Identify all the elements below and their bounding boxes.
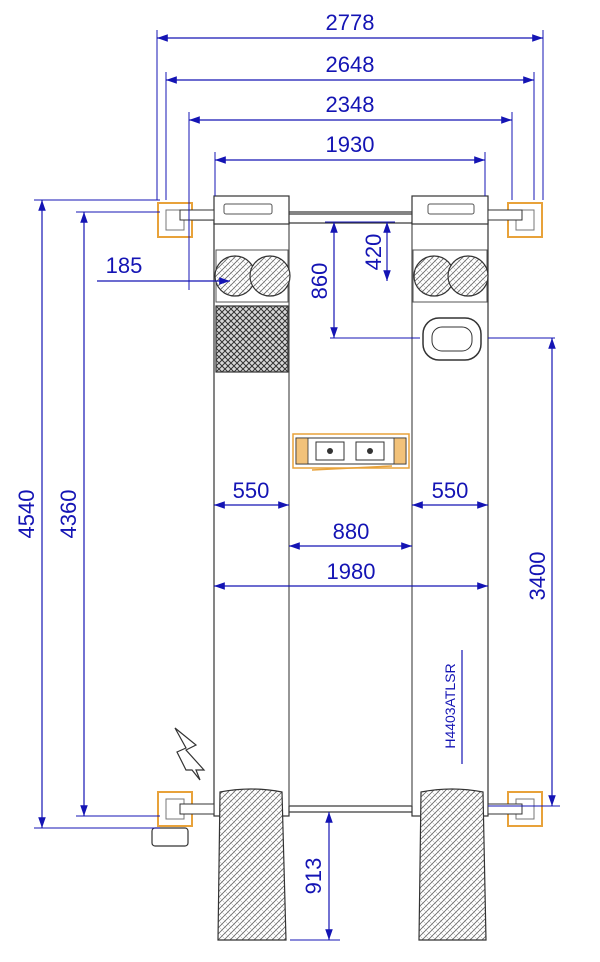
label-inner-gap: 880 xyxy=(333,519,370,544)
label-overall-length: 4540 xyxy=(14,490,39,539)
label-offset-860: 860 xyxy=(307,263,332,300)
post-front-left xyxy=(157,202,215,238)
label-offset-185: 185 xyxy=(106,253,143,278)
dimension-lines xyxy=(34,30,560,941)
lift-posts xyxy=(151,202,543,847)
jacking-beam xyxy=(292,433,410,471)
power-unit-box xyxy=(151,827,189,847)
post-front-right xyxy=(487,202,543,238)
left-rear-ramp xyxy=(217,788,287,941)
right-cap-handle xyxy=(427,203,475,215)
label-total-runway-width: 1980 xyxy=(327,559,376,584)
label-post-outer-width: 2648 xyxy=(326,52,375,77)
left-turntable-1 xyxy=(214,255,256,297)
label-post-spacing-length: 4360 xyxy=(56,490,81,539)
label-runway-right-width: 550 xyxy=(432,478,469,503)
label-runway-outer-width: 1930 xyxy=(326,132,375,157)
label-runway-left-width: 550 xyxy=(233,478,270,503)
model-label: H4403ATLSR xyxy=(442,663,458,748)
right-runway-front-cap xyxy=(411,195,489,225)
power-lightning-icon xyxy=(174,727,206,781)
label-overall-width: 2778 xyxy=(326,10,375,35)
label-post-center-width: 2348 xyxy=(326,92,375,117)
left-slip-plate xyxy=(215,305,289,373)
label-ramp-length: 913 xyxy=(301,858,326,895)
dimension-labels: 2778 2648 2348 1930 185 420 860 550 550 … xyxy=(14,10,550,894)
lift-structure xyxy=(191,195,493,941)
post-rear-left xyxy=(157,791,215,827)
right-rear-ramp xyxy=(418,788,487,941)
post-rear-right xyxy=(487,791,543,827)
right-control-slot-inner xyxy=(431,326,473,352)
left-turntable-2 xyxy=(249,255,291,297)
left-cap-handle xyxy=(223,203,273,215)
right-turntable-2 xyxy=(447,255,489,297)
left-runway-front-cap xyxy=(213,195,290,225)
label-offset-420: 420 xyxy=(361,234,386,271)
label-wheelbase-span: 3400 xyxy=(525,552,550,601)
